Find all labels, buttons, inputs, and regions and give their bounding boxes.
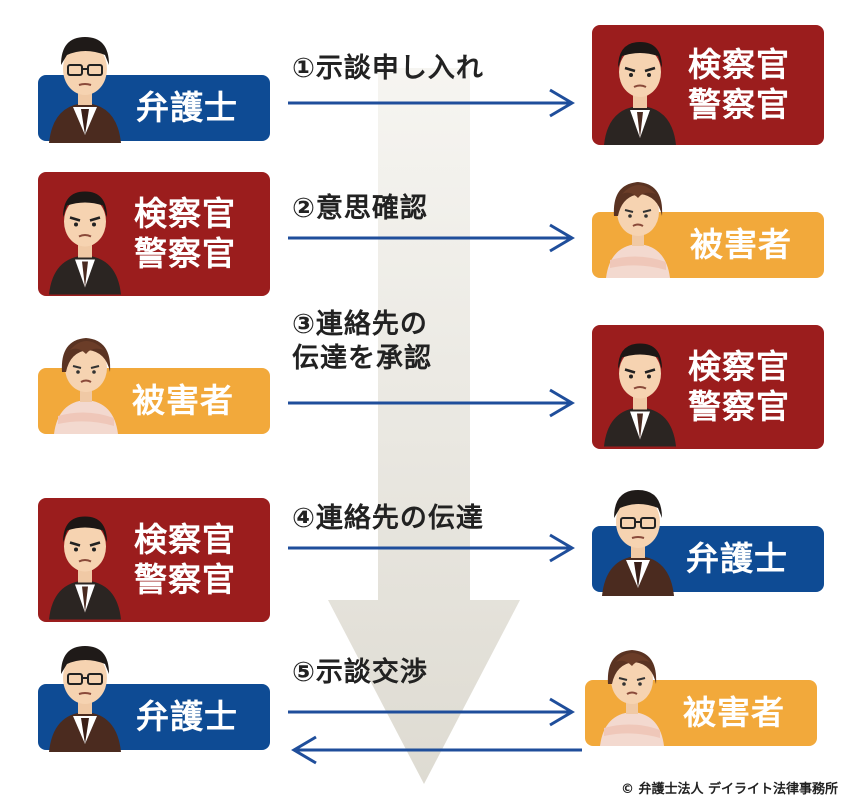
lawyer-figure-icon xyxy=(49,37,121,143)
prosecutor-figure-icon xyxy=(49,516,121,620)
victim-figure-icon xyxy=(606,182,670,278)
step5-label: ⑤示談交渉 xyxy=(292,657,428,688)
lawyer-label: 弁護士 xyxy=(686,539,788,579)
victim-figure-icon xyxy=(600,650,664,746)
prosecutor-label: 検察官 警察官 xyxy=(134,194,236,273)
prosecutor-figure-icon xyxy=(604,343,676,447)
prosecutor-label: 検察官 警察官 xyxy=(688,347,790,426)
prosecutor-label: 検察官 警察官 xyxy=(134,520,236,599)
victim-label: 被害者 xyxy=(690,225,792,265)
step3-label: ③連絡先の 伝達を承認 xyxy=(292,309,432,374)
prosecutor-figure-icon xyxy=(49,191,121,295)
step2-label: ②意思確認 xyxy=(292,193,428,224)
lawyer-figure-icon xyxy=(49,646,121,752)
victim-label: 被害者 xyxy=(132,381,234,421)
copyright-credit: © 弁護士法人 デイライト法律事務所 xyxy=(620,782,838,797)
lawyer-label: 弁護士 xyxy=(136,697,238,737)
lawyer-label: 弁護士 xyxy=(136,88,238,128)
step4-label: ④連絡先の伝達 xyxy=(292,503,484,534)
lawyer-figure-icon xyxy=(602,490,674,596)
prosecutor-figure-icon xyxy=(604,42,676,145)
victim-label: 被害者 xyxy=(683,693,785,733)
prosecutor-label: 検察官 警察官 xyxy=(688,45,790,124)
victim-figure-icon xyxy=(54,338,118,434)
step1-label: ①示談申し入れ xyxy=(292,53,484,84)
